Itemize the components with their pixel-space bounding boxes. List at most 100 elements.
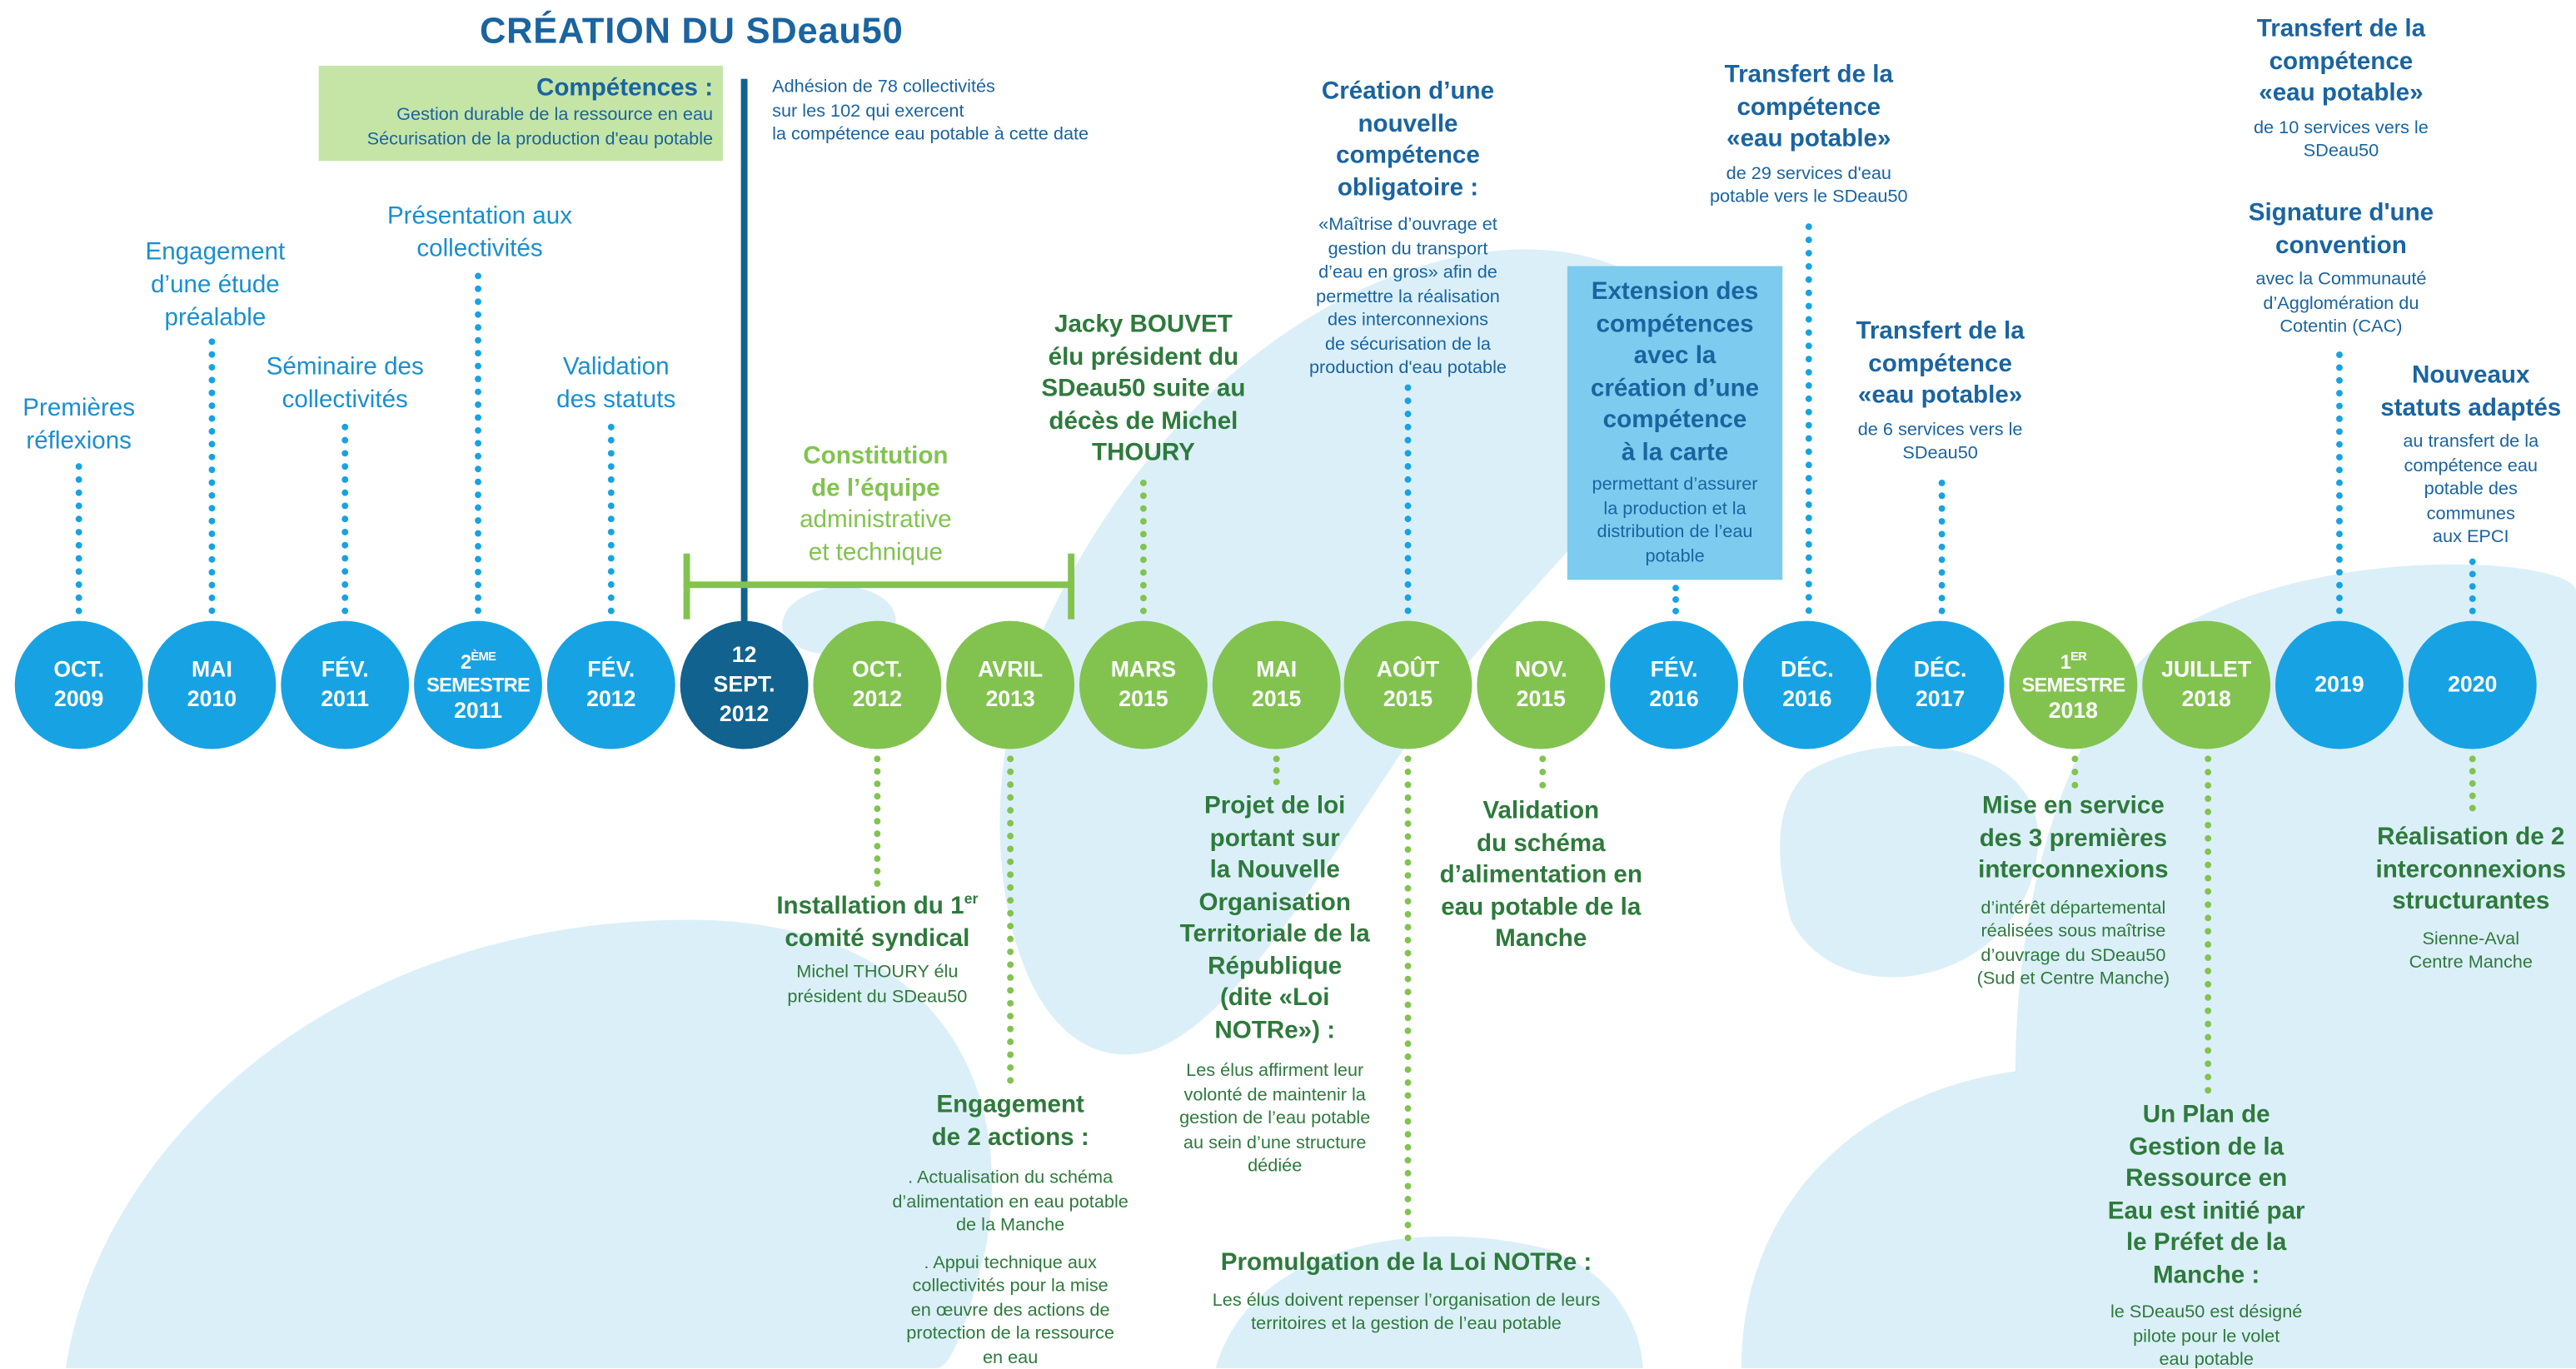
event-line: Validation (1482, 796, 1600, 825)
event-line: de l’équipe (811, 474, 940, 502)
event-line: volonté de maintenir la (1183, 1084, 1366, 1105)
event-line: d’Agglomération du (2263, 293, 2419, 313)
event-line: au sein d’une structure (1183, 1133, 1367, 1152)
circle-label: SEPT. (713, 671, 775, 697)
date-circle-sem2018: 1ER SEMESTRE 2018 (2009, 620, 2138, 749)
event-line: Signature d'une (2248, 198, 2434, 227)
event-line: territoires et la gestion de l’eau potab… (1251, 1314, 1562, 1334)
event-line: aux EPCI (2432, 527, 2509, 547)
drop-shape-1 (65, 919, 992, 1369)
event-line: d’ouvrage du SDeau50 (1981, 945, 2166, 965)
event-aout2015-above: Création d’une nouvelle compétence oblig… (1285, 76, 1532, 381)
circle-label: DÉC. (1780, 657, 1834, 682)
event-line: président du SDeau50 (787, 986, 968, 1007)
event-line: Constitution (803, 441, 949, 470)
circle-label: 2ÈME (461, 645, 496, 673)
connector-juil2018-down (2205, 755, 2212, 1094)
competences-box: Compétences : Gestion durable de la ress… (318, 65, 723, 162)
event-line: nouvelle (1358, 109, 1458, 137)
event-line: dédiée (1248, 1156, 1303, 1177)
connector-oct2012-down (874, 755, 881, 888)
date-circle-fev2011: FÉV. 2011 (281, 620, 410, 749)
event-line: compétence (1868, 349, 2012, 377)
event-line: le Préfet de la (2125, 1228, 2287, 1257)
event-fev2016: Extension des compétences avec la créati… (1567, 266, 1783, 580)
circle-label: 2011 (321, 686, 370, 712)
connector-oct2009 (75, 463, 82, 615)
event-2019-convention: Signature d'une convention avec la Commu… (2218, 197, 2464, 340)
circle-label: 2015 (1252, 686, 1302, 712)
event-line: des statuts (556, 386, 676, 415)
event-line: eau potable (2159, 1350, 2254, 1369)
drop-shape-6 (1215, 1236, 1643, 1369)
event-line: Premières (22, 394, 136, 422)
event-line: Gestion de la (2129, 1133, 2285, 1161)
connector-aout2015-down (1404, 755, 1412, 1242)
event-2020-statuts: Nouveaux statuts adaptés au transfert de… (2366, 360, 2576, 550)
event-line: eau potable de la (1441, 893, 1642, 921)
event-line: Les élus doivent repenser l’organisation… (1212, 1290, 1601, 1311)
circle-label: 2020 (2448, 671, 2498, 697)
event-line: au transfert de la (2403, 431, 2539, 452)
circle-label: 2011 (454, 697, 502, 722)
event-line: compétence (2269, 47, 2414, 75)
circle-label: 2012 (852, 686, 902, 712)
event-line: d’alimentation en (1439, 860, 1642, 889)
event-line: des interconnexions (1327, 310, 1489, 331)
event-line: THOURY (1091, 438, 1195, 467)
event-line: la Nouvelle (1209, 855, 1340, 884)
connector-avril2013-down (1007, 755, 1014, 1084)
event-sem2011: Présentation aux collectivités (365, 201, 595, 266)
event-mars2015: Jacky BOUVET élu président du SDeau50 su… (1019, 309, 1268, 469)
bracket-bar (683, 581, 1075, 589)
event-juil2018: Un Plan de Gestion de la Ressource en Ea… (2083, 1099, 2329, 1369)
event-line: de 2 actions : (931, 1123, 1089, 1151)
event-line: compétence eau (2404, 456, 2538, 476)
event-line: Manche (1495, 924, 1587, 953)
event-line: production d'eau potable (1308, 358, 1507, 378)
adhesion-text: Adhésion de 78 collectivités sur les 102… (772, 76, 1089, 147)
page-title: CRÉATION DU SDeau50 (479, 9, 904, 52)
event-line: protection de la ressource (906, 1323, 1114, 1344)
circle-label: FÉV. (1650, 657, 1698, 682)
event-line: de 29 services d'eau (1726, 163, 1891, 183)
event-line: NOTRe») : (1214, 1016, 1336, 1044)
event-line: Transfert de la (1724, 60, 1893, 89)
event-line: des 3 premières (1979, 824, 2168, 852)
circle-label: 2012 (586, 686, 636, 712)
event-line: Manche : (2153, 1260, 2260, 1289)
drop-shape-4 (1780, 745, 2039, 978)
connector-2020-down (2469, 755, 2476, 812)
event-oct2012: Installation du 1er comité syndical Mich… (740, 890, 1015, 1008)
event-line: Réalisation de 2 (2377, 823, 2565, 851)
event-line: à la carte (1621, 437, 1729, 466)
connector-sem2011 (475, 272, 481, 615)
date-circle-mars2015: MARS 2015 (1079, 620, 1208, 749)
circle-label: 2015 (1119, 686, 1168, 712)
connector-mai2015-down (1273, 755, 1280, 785)
circle-label: SEMESTRE (426, 672, 531, 696)
event-oct2009: Premières réflexions (0, 392, 157, 458)
event-fev2012: Validation des statuts (526, 351, 706, 417)
date-circle-avril2013: AVRIL 2013 (946, 620, 1075, 749)
circle-label: MAI (1256, 657, 1298, 682)
connector-mars2015 (1139, 479, 1147, 615)
event-line: gestion de l’eau potable (1179, 1108, 1371, 1129)
event-line: en eau (982, 1347, 1039, 1368)
event-line: en œuvre des actions de (910, 1300, 1110, 1320)
event-line: Eau est initié par (2107, 1197, 2305, 1225)
event-line: Mise en service (1982, 791, 2165, 820)
adhesion-line: sur les 102 qui exercent (772, 101, 964, 121)
event-line: Un Plan de (2142, 1100, 2270, 1129)
connector-mai2010 (208, 338, 216, 615)
circle-label: MAI (192, 657, 232, 682)
connector-sem2018-down (2071, 755, 2079, 789)
circle-label: 12 (731, 642, 757, 667)
circle-label: OCT. (851, 657, 903, 682)
event-line: Organisation (1198, 888, 1351, 916)
connector-dec2016 (1805, 223, 1812, 615)
drop-shape-2 (999, 249, 1687, 1055)
adhesion-line: Adhésion de 78 collectivités (772, 77, 995, 97)
event-line: collectivités (416, 235, 543, 263)
